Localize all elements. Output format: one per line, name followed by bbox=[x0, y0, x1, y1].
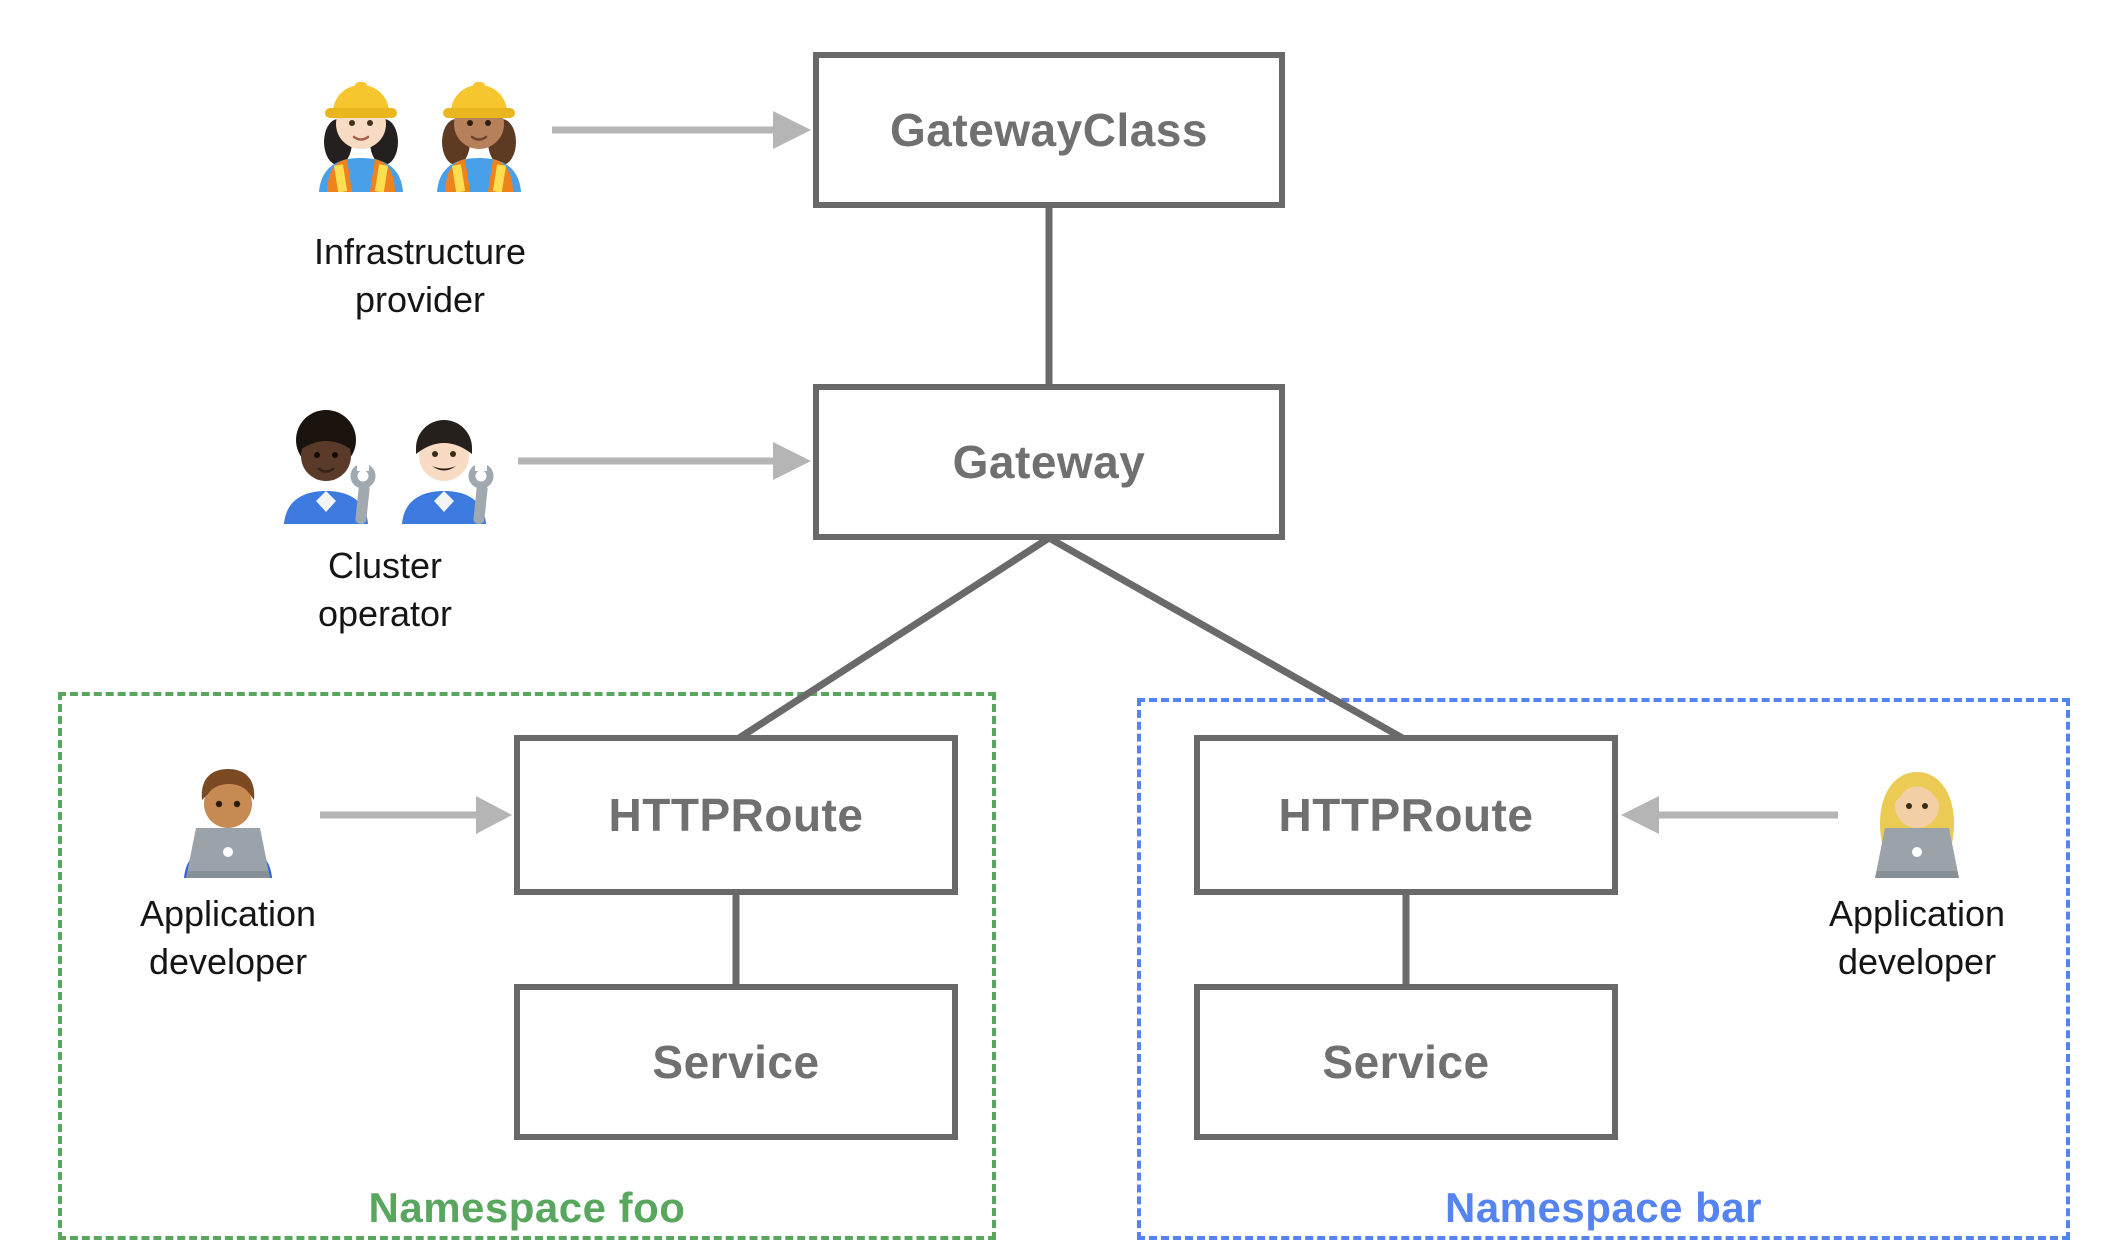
cluster-operator-label: Cluster operator bbox=[317, 545, 453, 634]
hierarchy-connectors bbox=[732, 205, 1410, 988]
namespace-foo-label: Namespace foo bbox=[368, 1184, 686, 1231]
persona-application-developer-bar: Application developer bbox=[1742, 748, 2092, 985]
woman-technologist-icon bbox=[1875, 772, 1959, 878]
cluster-operator-icons bbox=[270, 394, 500, 524]
persona-arrows bbox=[320, 111, 1838, 834]
arrowhead-dev-bar-icon bbox=[1621, 796, 1659, 834]
node-httproute-bar: HTTPRoute bbox=[1194, 735, 1618, 895]
woman-construction-worker-medium-icon bbox=[437, 82, 521, 192]
arrowhead-dev-foo-icon bbox=[476, 796, 512, 834]
httproute-bar-label: HTTPRoute bbox=[1278, 789, 1534, 841]
connector-gateway-httproute-bar bbox=[1047, 534, 1408, 744]
woman-construction-worker-light-icon bbox=[319, 82, 403, 192]
application-developer-bar-label: Application developer bbox=[1828, 893, 2006, 982]
node-gatewayclass: GatewayClass bbox=[813, 52, 1285, 208]
connector-gateway-httproute-foo bbox=[734, 535, 1051, 743]
namespace-foo-boundary bbox=[58, 692, 996, 1240]
application-developer-foo-label: Application developer bbox=[139, 893, 317, 982]
node-service-bar: Service bbox=[1194, 984, 1618, 1140]
application-developer-bar-icons bbox=[1861, 748, 1973, 878]
gateway-label: Gateway bbox=[952, 436, 1146, 488]
arrowhead-infra-icon bbox=[773, 111, 811, 149]
service-bar-label: Service bbox=[1322, 1036, 1490, 1088]
namespace-bar-label: Namespace bar bbox=[1444, 1184, 1762, 1231]
gatewayclass-label: GatewayClass bbox=[890, 104, 1208, 156]
infrastructure-provider-icons bbox=[305, 62, 535, 192]
persona-infrastructure-provider: Infrastructure provider bbox=[245, 62, 595, 323]
service-foo-label: Service bbox=[652, 1036, 820, 1088]
man-technologist-icon bbox=[184, 769, 272, 878]
mechanic-dark-icon bbox=[284, 410, 376, 524]
node-gateway: Gateway bbox=[813, 384, 1285, 540]
man-mechanic-light-icon bbox=[402, 420, 494, 524]
httproute-foo-label: HTTPRoute bbox=[608, 789, 864, 841]
namespace-bar-boundary bbox=[1137, 698, 2070, 1240]
node-httproute-foo: HTTPRoute bbox=[514, 735, 958, 895]
application-developer-foo-icons bbox=[172, 748, 284, 878]
node-service-foo: Service bbox=[514, 984, 958, 1140]
infrastructure-provider-label: Infrastructure provider bbox=[313, 231, 527, 320]
persona-cluster-operator: Cluster operator bbox=[210, 394, 560, 637]
persona-application-developer-foo: Application developer bbox=[53, 748, 403, 985]
arrowhead-cluster-icon bbox=[773, 442, 811, 480]
